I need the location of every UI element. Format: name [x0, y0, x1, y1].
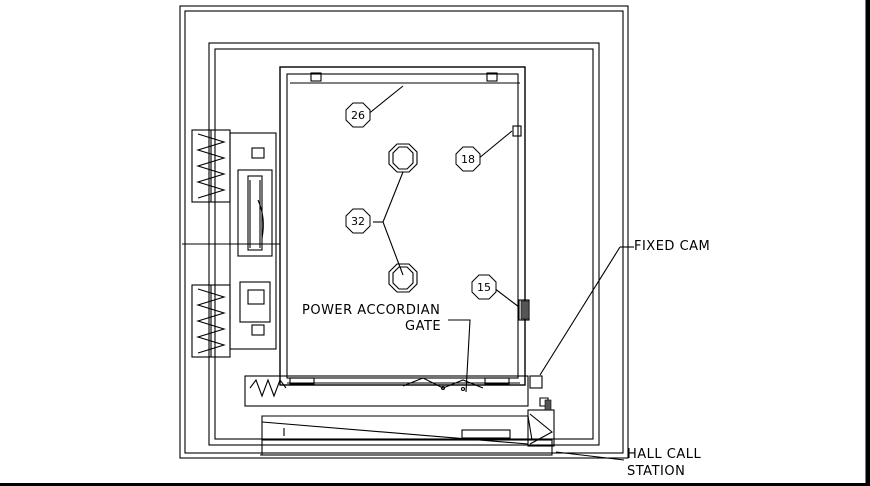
guide-shoe-core: [247, 289, 265, 305]
tag-18: 18: [461, 153, 475, 166]
panel-15-hatch: [520, 300, 530, 320]
accordion-gate: [402, 377, 484, 389]
hoistway-wall-outer: [179, 5, 629, 459]
hall-call-detail: [529, 413, 553, 445]
landing-sill: [261, 439, 553, 456]
power-gate-leader: [448, 319, 471, 393]
fixed-cam-leader: [539, 246, 621, 376]
power-gate-label-line1: POWER ACCORDIAN: [302, 303, 441, 318]
top-bracket-right: [486, 72, 498, 82]
leader-18: [477, 130, 513, 160]
guide-clip-bottom: [251, 324, 265, 336]
hall-call-leader: [555, 451, 625, 461]
door-operator: [461, 429, 511, 439]
top-bracket-left: [310, 72, 322, 82]
tag-bubble-26: [345, 102, 371, 128]
counterweight-frame: [229, 132, 277, 350]
tag-bubble-32: [345, 208, 371, 234]
tag-15: 15: [477, 281, 491, 294]
gate-pivot-1: [440, 385, 446, 391]
hall-call-label-line1: HALL CALL: [627, 447, 702, 462]
gate-spring: [249, 378, 287, 398]
light-fixture-top: [388, 143, 418, 173]
gate-stop-left: [289, 377, 315, 385]
leader-26: [366, 85, 404, 116]
light-fixture-bottom: [388, 263, 418, 293]
hall-call-housing: [527, 409, 555, 447]
gate-track: [244, 375, 529, 407]
car-enclosure-inner: [286, 73, 519, 379]
tag-bubble-18: [455, 146, 481, 172]
cw-arc: [257, 199, 264, 239]
light-fixture-bottom-inner: [392, 266, 414, 290]
tag-32: 32: [351, 215, 365, 228]
guide-shoe-block: [239, 281, 271, 323]
panel-18: [512, 125, 522, 137]
guide-clip-top: [251, 147, 265, 159]
hoistway-wall-inner: [184, 10, 624, 454]
gate-stop-right: [484, 377, 510, 385]
power-gate-label-line2: GATE: [405, 319, 442, 334]
car-enclosure-outer: [279, 66, 526, 386]
counterweight-body: [237, 169, 273, 257]
fixed-cam: [529, 375, 543, 389]
fixed-cam-label: FIXED CAM: [634, 239, 711, 254]
hall-call-label-line2: STATION: [627, 464, 686, 479]
tag-26: 26: [351, 109, 365, 122]
light-fixture-top-inner: [392, 146, 414, 170]
spring-coil-top: [196, 133, 226, 199]
cam-hatch: [544, 399, 552, 411]
tag-bubble-15: [471, 274, 497, 300]
spring-coil-bottom: [196, 288, 226, 354]
leader-15: [493, 287, 520, 308]
gate-pivot-2: [460, 386, 466, 392]
